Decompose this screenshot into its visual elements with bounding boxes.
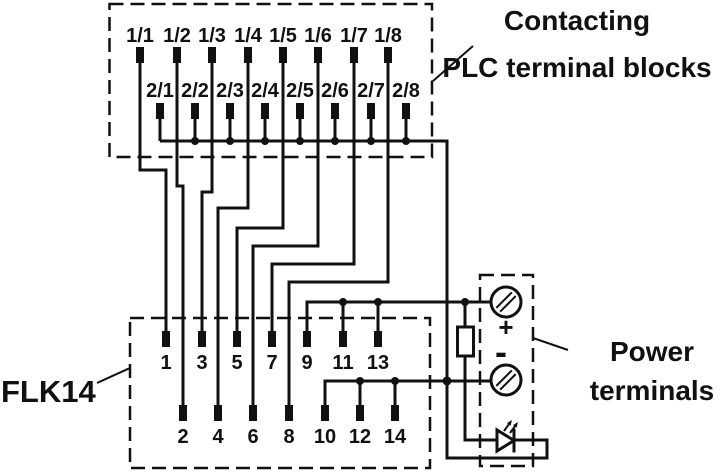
label-2-8: 2/8	[392, 80, 420, 102]
caption-plc-terminal-blocks: PLC terminal blocks	[442, 52, 711, 83]
minus-rail-flk-bus	[323, 379, 491, 405]
plus-terminal-label: +	[498, 312, 513, 342]
label-1-3: 1/3	[198, 25, 226, 47]
label-pin-3: 3	[196, 352, 207, 374]
label-1-2: 1/2	[163, 25, 191, 47]
caption-contacting: Contacting	[504, 5, 650, 36]
label-pin-13: 13	[367, 352, 389, 374]
label-2-7: 2/7	[357, 80, 385, 102]
minus-terminal-label: -	[495, 331, 507, 372]
resistor-symbol	[456, 325, 475, 358]
label-pin-6: 6	[247, 426, 258, 448]
label-1-1: 1/1	[126, 25, 154, 47]
junction-dots	[191, 137, 469, 386]
label-2-1: 2/1	[146, 80, 174, 102]
label-2-6: 2/6	[321, 80, 349, 102]
plc-caption-leader-line	[432, 45, 474, 82]
plus-screw-terminal-icon	[489, 285, 523, 319]
label-pin-10: 10	[314, 426, 336, 448]
label-2-4: 2/4	[251, 80, 280, 102]
caption-terminals: terminals	[590, 375, 715, 406]
plus-rail-pin-drops	[341, 302, 380, 331]
minus-rail-bus	[160, 139, 549, 460]
label-2-2: 2/2	[181, 80, 209, 102]
label-1-6: 1/6	[304, 25, 332, 47]
wire-1-5-to-pin-5	[235, 63, 285, 331]
led-emission-arrows-icon	[503, 420, 518, 434]
wire-1-7-to-pin-7	[270, 63, 356, 331]
wire-1-2-to-pin-2	[175, 63, 185, 405]
caption-power: Power	[610, 336, 694, 367]
label-pin-11: 11	[332, 352, 353, 374]
label-2-5: 2/5	[286, 80, 314, 102]
flk14-top-row-pin-stubs	[162, 331, 382, 347]
resistor-led-branch-wire	[463, 302, 497, 442]
flk14-bottom-row-pin-stubs	[179, 405, 399, 421]
label-pin-7: 7	[266, 352, 277, 374]
caption-flk14: FLK14	[1, 374, 97, 409]
label-pin-9: 9	[301, 352, 312, 374]
label-pin-4: 4	[212, 426, 224, 448]
led-diode-icon	[495, 427, 517, 454]
label-pin-1: 1	[160, 352, 171, 374]
flk14-connector-outline	[128, 316, 432, 470]
wire-1-1-to-pin-1	[138, 63, 168, 331]
minus-rail-pin-drops	[358, 381, 397, 405]
power-caption-leader-line	[532, 337, 569, 351]
wire-1-3-to-pin-3	[200, 63, 214, 331]
minus-screw-terminal-icon	[489, 363, 523, 397]
label-2-3: 2/3	[216, 80, 244, 102]
label-1-5: 1/5	[269, 25, 297, 47]
wire-1-8-to-pin-8	[287, 63, 390, 405]
label-1-7: 1/7	[340, 25, 368, 47]
plus-rail-bus	[305, 300, 491, 331]
power-terminals-outline	[478, 273, 535, 468]
label-1-4: 1/4	[234, 25, 263, 47]
label-1-8: 1/8	[374, 25, 402, 47]
plc-row2-drop-wires	[158, 119, 408, 141]
label-pin-2: 2	[177, 426, 188, 448]
plc-row1-terminal-stubs	[136, 47, 392, 63]
label-pin-14: 14	[384, 426, 407, 448]
label-pin-8: 8	[283, 426, 294, 448]
wire-1-4-to-pin-4	[216, 63, 250, 405]
flk14-caption-leader-line	[96, 367, 131, 384]
plc-terminal-block-outline	[108, 2, 434, 159]
wire-1-6-to-pin-6	[251, 63, 320, 405]
label-pin-5: 5	[231, 352, 242, 374]
label-pin-12: 12	[349, 426, 371, 448]
